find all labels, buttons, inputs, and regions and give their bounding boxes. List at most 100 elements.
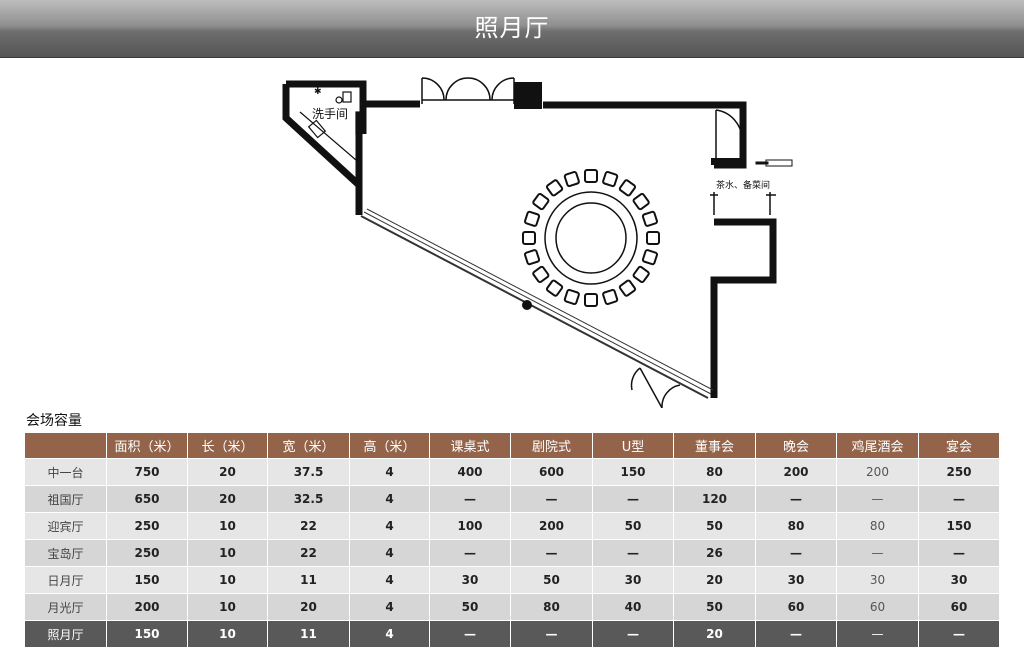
table-cell: 11 bbox=[267, 566, 350, 594]
table-cell: — bbox=[429, 539, 511, 567]
table-cell: — bbox=[592, 620, 674, 648]
pantry-label: 茶水、备菜间 bbox=[716, 179, 770, 191]
table-cell: 10 bbox=[187, 512, 268, 540]
table-cell: 22 bbox=[267, 539, 350, 567]
column-header: 董事会 bbox=[673, 432, 756, 459]
table-cell: — bbox=[592, 485, 674, 513]
table-cell: 22 bbox=[267, 512, 350, 540]
column-header: 长（米） bbox=[187, 432, 268, 459]
chair bbox=[523, 249, 541, 266]
chair bbox=[646, 231, 660, 245]
table-cell: 150 bbox=[106, 566, 188, 594]
table-cell: — bbox=[755, 485, 837, 513]
table-cell: 4 bbox=[349, 539, 430, 567]
table-cell: 250 bbox=[106, 512, 188, 540]
table-cell: 4 bbox=[349, 566, 430, 594]
pillar bbox=[514, 82, 542, 109]
table-cell: 200 bbox=[836, 458, 919, 486]
page-header: 照月厅 bbox=[0, 0, 1024, 58]
chair bbox=[523, 210, 541, 227]
venue-name-cell: 迎宾厅 bbox=[24, 512, 107, 540]
venue-name-cell: 照月厅 bbox=[24, 620, 107, 648]
table-cell: — bbox=[510, 620, 593, 648]
table-cell: 10 bbox=[187, 593, 268, 621]
venue-name-cell: 中一台 bbox=[24, 458, 107, 486]
table-cell: 4 bbox=[349, 593, 430, 621]
svg-text:✱: ✱ bbox=[314, 87, 322, 97]
table-cell: 250 bbox=[106, 539, 188, 567]
table-cell: — bbox=[429, 620, 511, 648]
column-header: 面积（米） bbox=[106, 432, 188, 459]
table-cell: 200 bbox=[510, 512, 593, 540]
chair bbox=[532, 192, 550, 211]
column-header: 晚会 bbox=[755, 432, 837, 459]
round-table bbox=[522, 169, 660, 307]
table-cell: — bbox=[918, 485, 1000, 513]
table-cell: 32.5 bbox=[267, 485, 350, 513]
table-cell: 26 bbox=[673, 539, 756, 567]
chair bbox=[532, 265, 550, 284]
chair bbox=[584, 293, 598, 307]
table-cell: 4 bbox=[349, 485, 430, 513]
chair bbox=[602, 288, 619, 306]
table-cell: 30 bbox=[592, 566, 674, 594]
table-cell: 20 bbox=[187, 485, 268, 513]
table-cell: 20 bbox=[673, 566, 756, 594]
table-cell: 80 bbox=[836, 512, 919, 540]
chair bbox=[641, 210, 659, 227]
table-cell: — bbox=[755, 539, 837, 567]
table-cell: 200 bbox=[106, 593, 188, 621]
table-cell: 30 bbox=[755, 566, 837, 594]
table-cell: — bbox=[592, 539, 674, 567]
table-cell: 60 bbox=[755, 593, 837, 621]
column-header bbox=[24, 432, 107, 459]
table-cell: 650 bbox=[106, 485, 188, 513]
table-cell: 10 bbox=[187, 539, 268, 567]
table-cell: 60 bbox=[836, 593, 919, 621]
table-cell: 150 bbox=[592, 458, 674, 486]
table-cell: 4 bbox=[349, 620, 430, 648]
venue-name-cell: 祖国厅 bbox=[24, 485, 107, 513]
column-header: U型 bbox=[592, 432, 674, 459]
chair bbox=[618, 279, 637, 297]
table-cell: — bbox=[918, 539, 1000, 567]
table-cell: 150 bbox=[106, 620, 188, 648]
column-header: 剧院式 bbox=[510, 432, 593, 459]
table-cell: 20 bbox=[267, 593, 350, 621]
column-header: 高（米） bbox=[349, 432, 430, 459]
chair bbox=[632, 265, 650, 284]
chair bbox=[584, 169, 598, 183]
chair bbox=[618, 179, 637, 197]
table-cell: 150 bbox=[918, 512, 1000, 540]
table-cell: 50 bbox=[429, 593, 511, 621]
table-cell: — bbox=[836, 485, 919, 513]
chair bbox=[522, 231, 536, 245]
table-cell: 600 bbox=[510, 458, 593, 486]
table-cell: — bbox=[429, 485, 511, 513]
capacity-title: 会场容量 bbox=[26, 413, 82, 429]
venue-name-cell: 月光厅 bbox=[24, 593, 107, 621]
restroom-label: 洗手间 bbox=[312, 107, 348, 121]
chair bbox=[641, 249, 659, 266]
table-cell: 250 bbox=[918, 458, 1000, 486]
table-cell: 50 bbox=[673, 593, 756, 621]
table-cell: 120 bbox=[673, 485, 756, 513]
column-header: 课桌式 bbox=[429, 432, 511, 459]
table-cell: 50 bbox=[510, 566, 593, 594]
chair bbox=[563, 288, 580, 306]
table-cell: 40 bbox=[592, 593, 674, 621]
table-cell: — bbox=[510, 539, 593, 567]
chair bbox=[545, 279, 564, 297]
table-cell: 10 bbox=[187, 620, 268, 648]
venue-name-cell: 宝岛厅 bbox=[24, 539, 107, 567]
column-header: 鸡尾酒会 bbox=[836, 432, 919, 459]
table-cell: 50 bbox=[592, 512, 674, 540]
